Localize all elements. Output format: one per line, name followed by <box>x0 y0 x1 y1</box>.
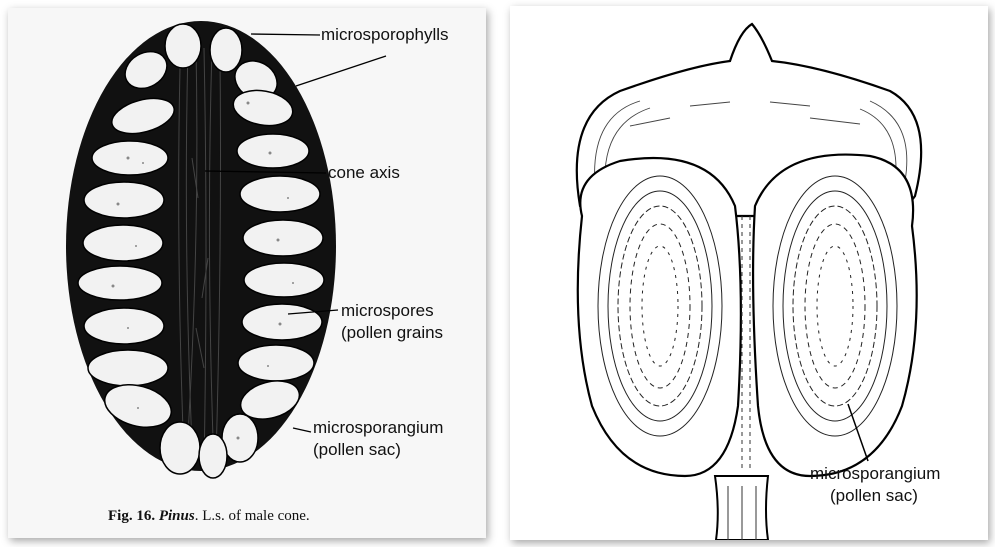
label-pollen-grains: (pollen grains <box>341 323 443 342</box>
caption-fig: Fig. 16. <box>108 508 155 524</box>
figure-caption: Fig. 16. Pinus. L.s. of male cone. <box>108 508 310 525</box>
microsporophyll-figure: microsporangium (pollen sac) <box>510 6 988 540</box>
microsporophyll-drawing <box>510 6 988 540</box>
label-microsporophylls: microsporophylls <box>321 25 449 44</box>
central-groove <box>742 216 750 471</box>
label-pollen-sac-left: (pollen sac) <box>313 440 401 459</box>
cone-drawing <box>8 8 486 538</box>
label-microsporangium-right: microsporangium <box>810 464 940 483</box>
label-microsporangium-left: microsporangium <box>313 418 443 437</box>
label-pollen-sac-right: (pollen sac) <box>830 486 918 505</box>
right-pollen-sac <box>753 155 917 476</box>
caption-genus: Pinus <box>159 508 195 524</box>
label-microspores: microspores <box>341 301 434 320</box>
cone-ls-figure: microsporophylls cone axis microspores (… <box>8 8 486 538</box>
caption-text: . L.s. of male cone. <box>195 508 310 524</box>
label-cone-axis: cone axis <box>328 163 400 182</box>
